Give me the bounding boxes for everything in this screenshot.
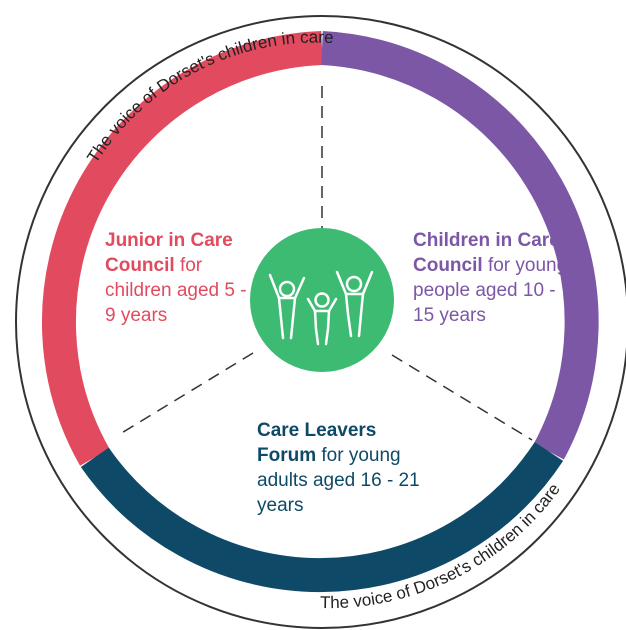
outer-circle xyxy=(15,15,626,629)
care-leavers-title: Care Leavers Forum xyxy=(257,420,377,466)
children-council-label: Children in Care Council for young peopl… xyxy=(413,228,573,328)
children-segment xyxy=(321,31,599,460)
junior-segment xyxy=(41,31,323,466)
children-council-desc: for young people aged 10 - 15 years xyxy=(413,255,568,326)
children-group-icon xyxy=(268,270,374,346)
children-council-title: Children in Care Council xyxy=(413,230,560,276)
leavers-segment xyxy=(80,442,564,593)
care-leavers-desc: for young adults aged 16 - 21 years xyxy=(257,445,420,516)
care-leavers-label: Care Leavers Forum for young adults aged… xyxy=(257,418,432,518)
junior-council-label: Junior in Care Council for children aged… xyxy=(105,228,255,328)
divider-left xyxy=(119,352,254,435)
divider-right xyxy=(391,354,533,441)
junior-council-desc: for children aged 5 - 9 years xyxy=(105,255,247,326)
junior-council-title: Junior in Care Council xyxy=(105,230,233,276)
center-circle xyxy=(250,228,394,372)
